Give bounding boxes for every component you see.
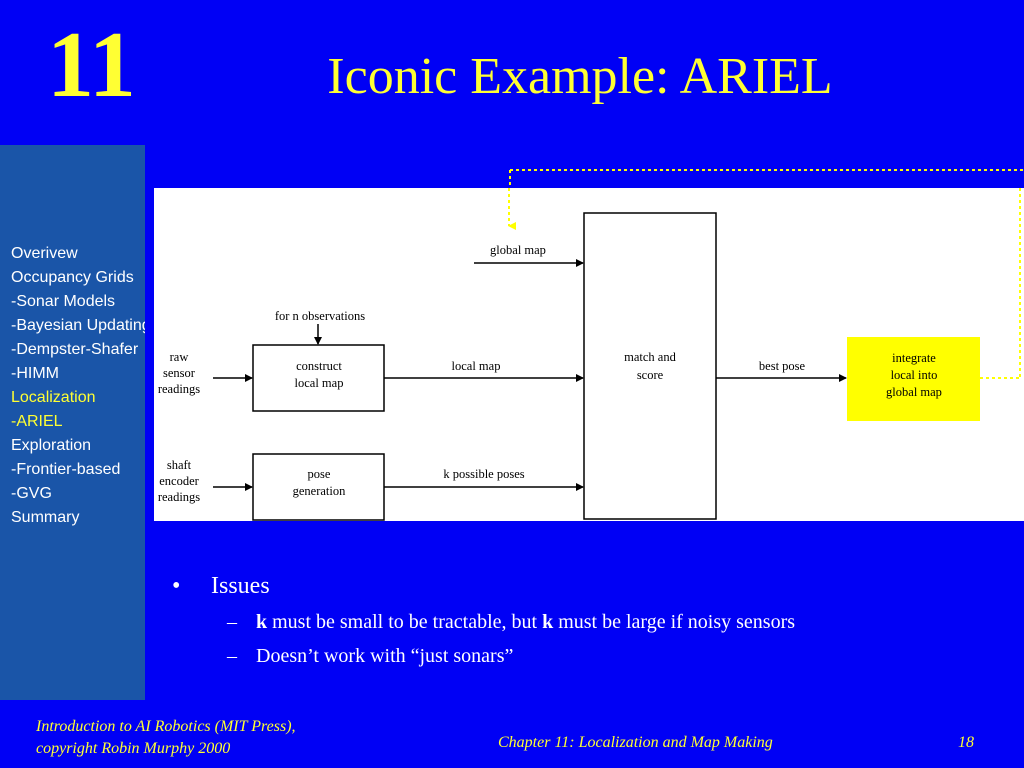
bullet-issues: • Issues — [170, 570, 1010, 602]
sub-bullet-2-text: Doesn’t work with “just sonars” — [256, 645, 514, 667]
page-number: 18 — [958, 734, 974, 751]
label-local-into: local into — [891, 368, 938, 382]
label-score: score — [637, 368, 664, 382]
label-encoder: encoder — [159, 474, 199, 488]
feedback-dashed-top — [509, 169, 1024, 188]
label-generation: generation — [293, 484, 347, 498]
label-integrate: integrate — [892, 351, 936, 365]
sidebar-item-gvg[interactable]: -GVG — [11, 485, 52, 502]
label-shaft: shaft — [167, 458, 192, 472]
sidebar-item-overview[interactable]: Overivew — [11, 245, 78, 262]
sub-bullet-1-mid: must be small to be tractable, but — [267, 611, 543, 633]
sidebar-item-himm[interactable]: -HIMM — [11, 365, 59, 382]
bullet-list: • Issues – k must be small to be tractab… — [170, 570, 1010, 670]
sidebar-item-frontier-based[interactable]: -Frontier-based — [11, 461, 121, 478]
footer-citation-line1: Introduction to AI Robotics (MIT Press), — [36, 718, 296, 735]
label-construct: construct — [296, 359, 342, 373]
label-best-pose: best pose — [759, 359, 806, 373]
sidebar-item-summary[interactable]: Summary — [11, 509, 80, 526]
construct-local-map-box — [252, 344, 385, 412]
label-readings: readings — [158, 382, 200, 396]
sub-bullet-sonars: – Doesn’t work with “just sonars” — [170, 642, 1010, 670]
label-global-map: global map — [490, 243, 546, 257]
sub-bullet-1-end: must be large if noisy sensors — [553, 611, 796, 633]
label-pose: pose — [308, 467, 331, 481]
bullet-dot-icon: • — [172, 573, 181, 599]
k-variable-1: k — [256, 611, 268, 633]
bullet-issues-text: Issues — [211, 573, 270, 599]
integrate-box — [847, 337, 980, 421]
slide-title: Iconic Example: ARIEL — [327, 48, 833, 105]
dash-icon: – — [227, 645, 237, 667]
sidebar-item-bayesian-updating[interactable]: -Bayesian Updating — [11, 317, 145, 334]
sub-bullet-k-tradeoff: – k must be small to be tractable, but k… — [170, 608, 1010, 636]
footer-chapter: Chapter 11: Localization and Map Making — [498, 734, 773, 751]
sidebar-item-localization[interactable]: Localization — [11, 389, 96, 406]
sidebar-nav: Overivew Occupancy Grids -Sonar Models -… — [11, 242, 145, 530]
label-for-n-observations: for n observations — [275, 309, 365, 323]
footer-citation: Introduction to AI Robotics (MIT Press),… — [36, 716, 296, 760]
diagram-svg: raw sensor readings shaft encoder readin… — [158, 188, 1021, 521]
label-local-map: local map — [452, 359, 501, 373]
sidebar-item-dempster-shafer[interactable]: -Dempster-Shafer — [11, 341, 139, 358]
k-variable-2: k — [542, 611, 554, 633]
match-and-score-box — [583, 212, 717, 520]
label-sensor: sensor — [163, 366, 196, 380]
label-encoder-readings: readings — [158, 490, 200, 504]
label-match-and: match and — [624, 350, 676, 364]
sidebar-item-ariel[interactable]: -ARIEL — [11, 413, 63, 430]
chapter-number: 11 — [47, 13, 136, 117]
sidebar: Overivew Occupancy Grids -Sonar Models -… — [0, 145, 145, 700]
sidebar-item-occupancy-grids[interactable]: Occupancy Grids — [11, 269, 134, 286]
label-raw: raw — [170, 350, 189, 364]
ariel-diagram: raw sensor readings shaft encoder readin… — [154, 188, 1024, 521]
label-construct-local-map: local map — [295, 376, 344, 390]
dash-icon: – — [227, 611, 237, 633]
footer-citation-line2: copyright Robin Murphy 2000 — [36, 740, 231, 757]
sidebar-item-sonar-models[interactable]: -Sonar Models — [11, 293, 116, 310]
label-k-possible-poses: k possible poses — [443, 467, 524, 481]
sidebar-item-exploration[interactable]: Exploration — [11, 437, 92, 454]
label-integrate-global-map: global map — [886, 385, 942, 399]
